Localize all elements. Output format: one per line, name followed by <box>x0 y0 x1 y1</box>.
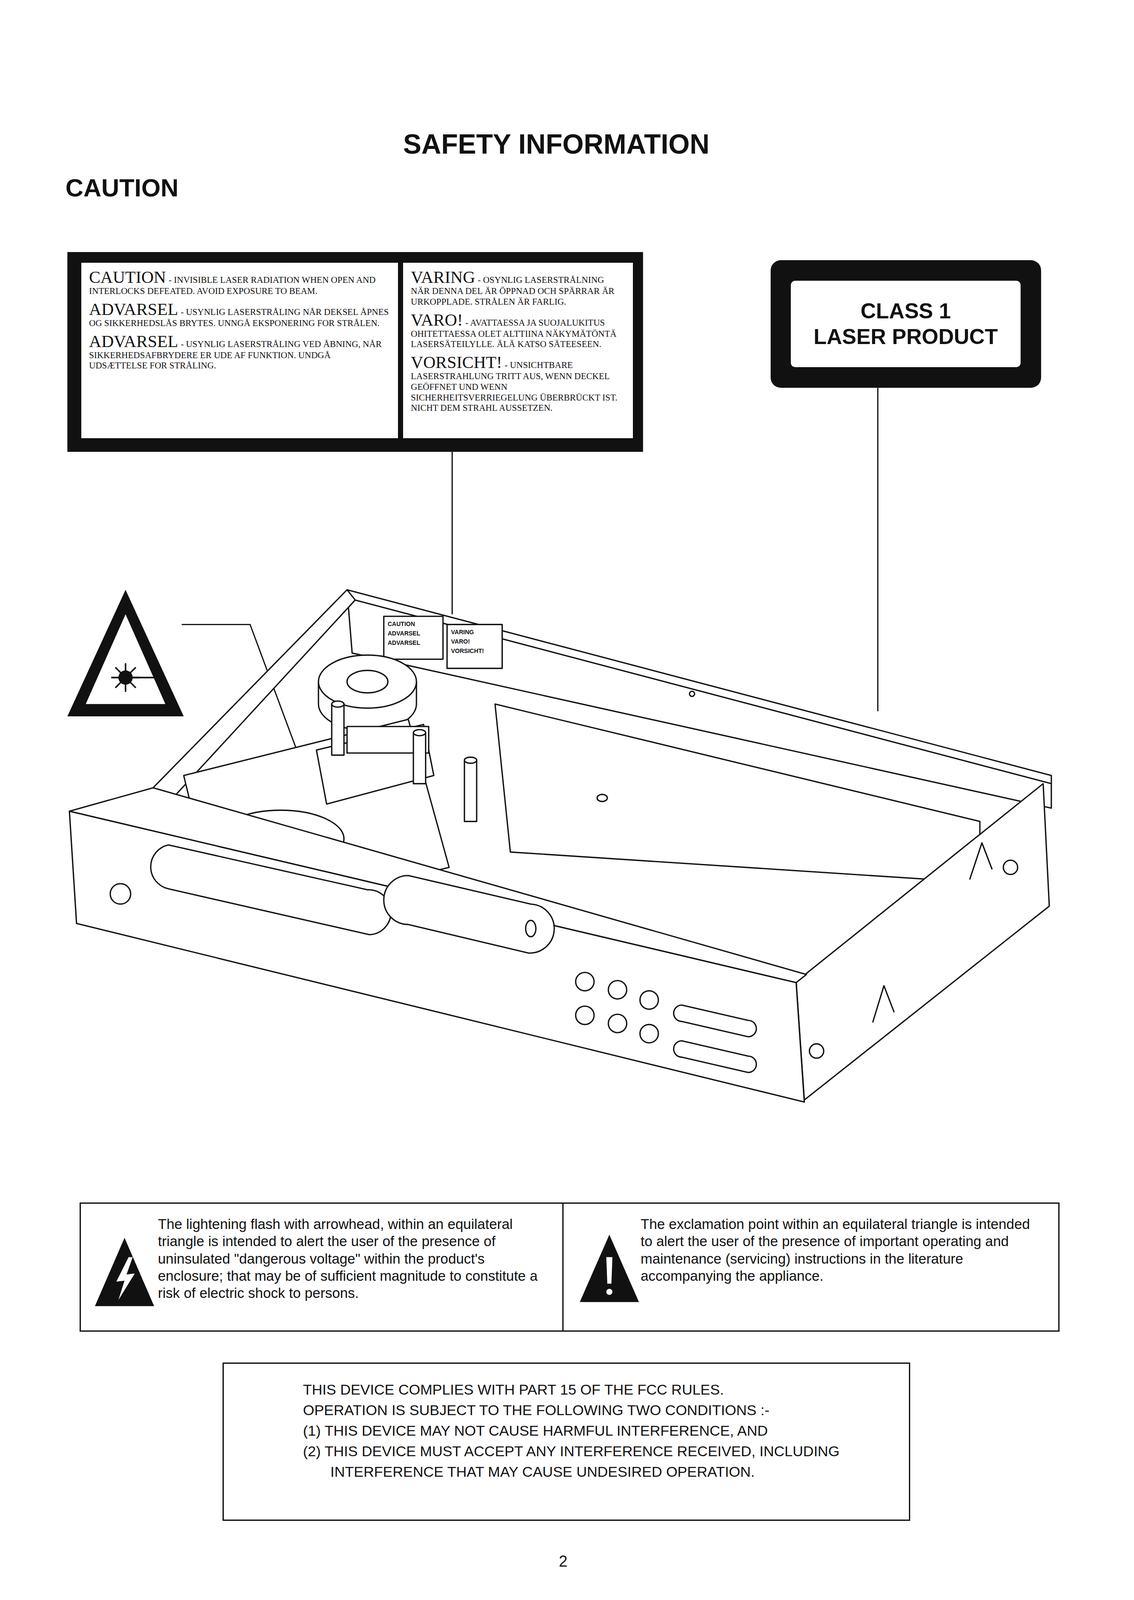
leader-line <box>451 451 453 615</box>
sticker-text: VORSICHT! <box>451 647 484 654</box>
label-backgrounds <box>770 260 1042 388</box>
attention-warning-symbol <box>606 1288 613 1295</box>
laser-warning-label: VARING- OSYNLIG LASERSTRÅLNING NÄR DENNA… <box>403 262 633 439</box>
cd-player-chassis <box>331 700 345 707</box>
sticker-text: ADVARSEL <box>387 639 421 646</box>
cd-player-chassis <box>413 732 426 784</box>
cd-player-chassis <box>383 616 443 660</box>
label-backgrounds <box>67 252 1042 452</box>
cd-player-chassis <box>809 1043 824 1058</box>
sticker-text: ADVARSEL <box>387 630 421 637</box>
cd-player-chassis <box>464 760 477 822</box>
sticker-text: CAUTION <box>387 620 416 627</box>
cd-player-chassis <box>640 990 659 1010</box>
notice-line: (1) THIS DEVICE MAY NOT CAUSE HARMFUL IN… <box>302 1420 892 1441</box>
cd-player-chassis <box>495 703 980 883</box>
cd-player-chassis <box>689 691 695 697</box>
cd-player-chassis <box>447 624 503 669</box>
attention-warning-symbol <box>579 1234 639 1302</box>
notice-cell: The exclamation point within an equilate… <box>562 1202 1060 1332</box>
cd-player-chassis <box>575 1006 594 1025</box>
warning-heading: CAUTION <box>89 267 167 287</box>
warning-paragraph: ADVARSEL- USYNLIG LASERSTRÅLING VED ÅBNI… <box>89 332 391 372</box>
section-heading: CAUTION <box>65 173 179 202</box>
voltage-warning-symbol <box>94 1237 155 1307</box>
notice-line: THIS DEVICE COMPLIES WITH PART 15 OF THE… <box>302 1379 892 1400</box>
cd-player-chassis <box>69 811 805 1103</box>
cd-player-chassis <box>1003 860 1018 875</box>
label-text: CLASS 1 <box>860 298 951 324</box>
cd-player-chassis <box>69 589 1052 1102</box>
cd-player-chassis <box>331 703 345 755</box>
voltage-warning-symbol <box>116 1257 135 1301</box>
cd-player-chassis <box>608 980 627 1000</box>
sticker-text: VARO! <box>451 638 470 645</box>
warning-paragraph: VARO!- AVATTAESSA JA SUOJALUKITUS OHITET… <box>410 311 626 351</box>
laser-warning-label: CAUTION- INVISIBLE LASER RADIATION WHEN … <box>81 262 398 439</box>
cd-player-chassis <box>673 1005 757 1037</box>
cd-player-chassis <box>464 756 477 763</box>
warning-paragraph: VARING- OSYNLIG LASERSTRÅLNING NÄR DENNA… <box>410 268 626 308</box>
cd-player-chassis <box>575 972 594 991</box>
warning-heading: VORSICHT! <box>410 352 502 372</box>
warning-heading: VARO! <box>410 310 464 330</box>
notice-cell: The lightening flash with arrowhead, wit… <box>79 1202 564 1332</box>
label-text: The lightening flash with arrowhead, wit… <box>157 1215 550 1302</box>
warning-paragraph: CAUTION- INVISIBLE LASER RADIATION WHEN … <box>89 268 391 297</box>
cd-player-chassis <box>318 655 417 709</box>
cd-player-chassis <box>673 1040 757 1073</box>
cd-player-chassis <box>596 794 608 802</box>
page-title: SAFETY INFORMATION <box>385 128 728 161</box>
cd-player-chassis <box>150 844 391 935</box>
laser-warning-symbol <box>85 614 166 705</box>
label-text: The exclamation point within an equilate… <box>640 1215 1046 1285</box>
warning-heading: ADVARSEL <box>89 299 179 319</box>
label-backgrounds <box>67 252 643 452</box>
cd-player-chassis <box>969 843 992 880</box>
cd-player-chassis <box>413 729 426 736</box>
cd-player-chassis <box>608 1014 627 1033</box>
cd-player-chassis <box>525 920 536 937</box>
cd-player-chassis <box>110 883 131 905</box>
cd-player-chassis <box>347 670 388 693</box>
cd-player-chassis <box>872 985 894 1023</box>
laser-warning-symbol <box>111 663 156 692</box>
warning-heading: ADVARSEL <box>89 331 179 351</box>
notice-line: OPERATION IS SUBJECT TO THE FOLLOWING TW… <box>302 1399 892 1421</box>
class-label: CLASS 1LASER PRODUCT <box>790 280 1021 368</box>
cd-player-chassis <box>383 875 555 953</box>
page-number: 2 <box>558 1552 568 1571</box>
warning-paragraph: ADVARSEL- USYNLIG LASERSTRÅLING NÅR DEKS… <box>89 300 391 329</box>
laser-warning-symbol <box>67 589 184 717</box>
voltage-warning-symbol <box>94 1237 155 1307</box>
label-text: LASER PRODUCT <box>813 323 998 350</box>
warning-heading: VARING <box>410 267 475 287</box>
sticker-text: VARING <box>451 629 474 636</box>
fcc-notice: THIS DEVICE COMPLIES WITH PART 15 OF THE… <box>222 1362 911 1521</box>
notice-line: (2) THIS DEVICE MUST ACCEPT ANY INTERFER… <box>302 1440 892 1482</box>
cd-player-chassis <box>795 783 1050 1100</box>
warning-paragraph: VORSICHT!- UNSICHTBARE LASERSTRAHLUNG TR… <box>410 353 626 414</box>
attention-warning-symbol <box>606 1257 613 1284</box>
laser-warning-symbol <box>125 676 155 679</box>
laser-warning-symbol <box>67 589 184 717</box>
leader-line <box>877 387 879 712</box>
cd-player-chassis <box>640 1024 659 1043</box>
attention-warning-symbol <box>579 1234 639 1302</box>
